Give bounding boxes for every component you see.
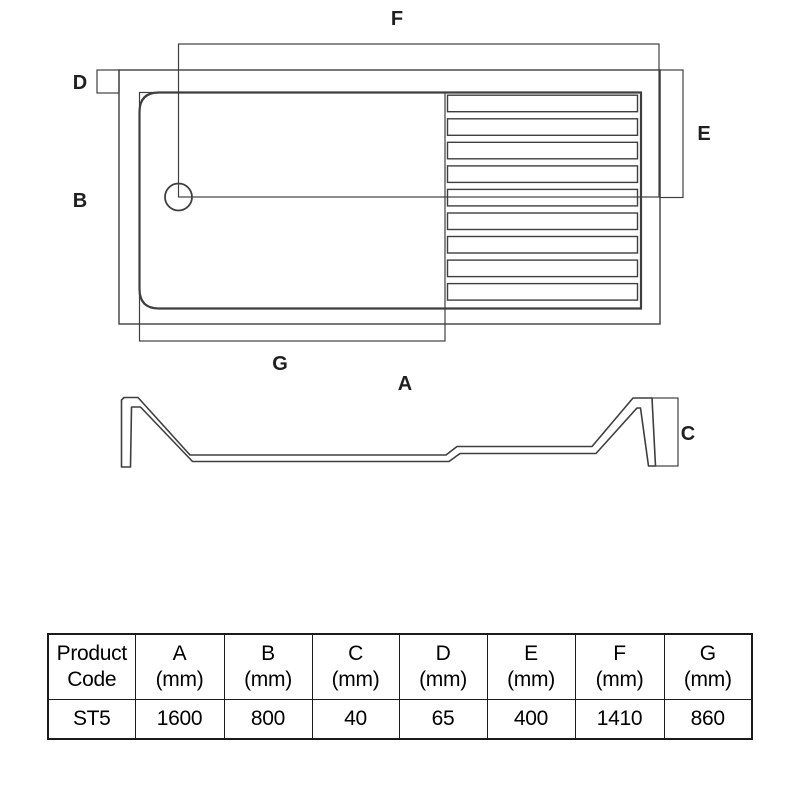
cell-value-g: 860 — [663, 699, 753, 740]
cell-product-code: ST5 — [47, 699, 136, 740]
rib — [446, 212, 639, 231]
header-product-line2: Code — [67, 668, 117, 691]
cell-value-a: 1600 — [134, 699, 225, 740]
dim-label-f: F — [391, 8, 403, 30]
technical-drawing: F D B E G A C — [73, 8, 711, 468]
header-letter: F — [613, 642, 626, 665]
rib — [446, 94, 639, 113]
drain-circle — [164, 182, 193, 212]
dim-label-a: A — [398, 373, 412, 395]
table-header-row: Product Code A (mm) B (mm) C (mm) D (m — [47, 633, 753, 700]
dimension-g-bracket — [138, 91, 446, 342]
section-profile — [120, 396, 657, 468]
rib — [446, 188, 639, 207]
cell-value-b: 800 — [223, 699, 313, 740]
header-col-d: D (mm) — [398, 633, 488, 700]
tray-outer-outline — [118, 69, 661, 325]
cell-value-e: 400 — [486, 699, 576, 740]
spec-table: Product Code A (mm) B (mm) C (mm) D (m — [47, 633, 753, 740]
header-col-a: A (mm) — [134, 633, 225, 700]
header-unit: (mm) — [683, 668, 732, 691]
cell-value-d: 65 — [398, 699, 488, 740]
header-col-g: G (mm) — [663, 633, 753, 700]
dimension-c-bracket — [651, 397, 679, 467]
cell-value-c: 40 — [311, 699, 400, 740]
header-col-c: C (mm) — [311, 633, 400, 700]
tray-inner-outline — [138, 91, 643, 310]
dim-label-c: C — [681, 423, 695, 445]
cell-value-f: 1410 — [574, 699, 665, 740]
dim-label-e: E — [697, 123, 710, 145]
header-col-b: B (mm) — [223, 633, 313, 700]
rib — [446, 259, 639, 278]
rib — [446, 235, 639, 254]
rib — [446, 141, 639, 160]
rib — [446, 118, 639, 137]
header-unit: (mm) — [331, 668, 380, 691]
dimension-e-bracket — [659, 69, 684, 199]
section-view — [120, 396, 679, 468]
header-unit: (mm) — [419, 668, 467, 691]
header-unit: (mm) — [155, 668, 204, 691]
header-product-line1: Product — [56, 642, 128, 665]
drainage-ribs — [446, 94, 639, 301]
dimension-f-bracket — [177, 43, 660, 198]
dim-label-d: D — [73, 72, 87, 94]
header-unit: (mm) — [595, 668, 644, 691]
rib — [446, 165, 639, 184]
dimension-d-bracket — [96, 69, 120, 94]
header-unit: (mm) — [244, 668, 292, 691]
header-unit: (mm) — [507, 668, 555, 691]
table-value-row: ST5 1600 800 40 65 400 1410 860 — [47, 699, 753, 740]
dim-label-b: B — [73, 190, 87, 212]
header-letter: A — [172, 642, 187, 665]
header-letter: D — [435, 642, 451, 665]
header-letter: G — [699, 642, 716, 665]
header-col-e: E (mm) — [486, 633, 576, 700]
header-letter: C — [348, 642, 363, 665]
plan-view — [96, 43, 684, 342]
header-letter: E — [524, 642, 538, 665]
dim-label-g: G — [272, 353, 288, 375]
rib — [446, 282, 639, 301]
header-col-f: F (mm) — [574, 633, 665, 700]
header-product-code: Product Code — [47, 633, 136, 700]
header-letter: B — [261, 642, 275, 665]
dimension-labels: F D B E G A C — [73, 8, 711, 445]
